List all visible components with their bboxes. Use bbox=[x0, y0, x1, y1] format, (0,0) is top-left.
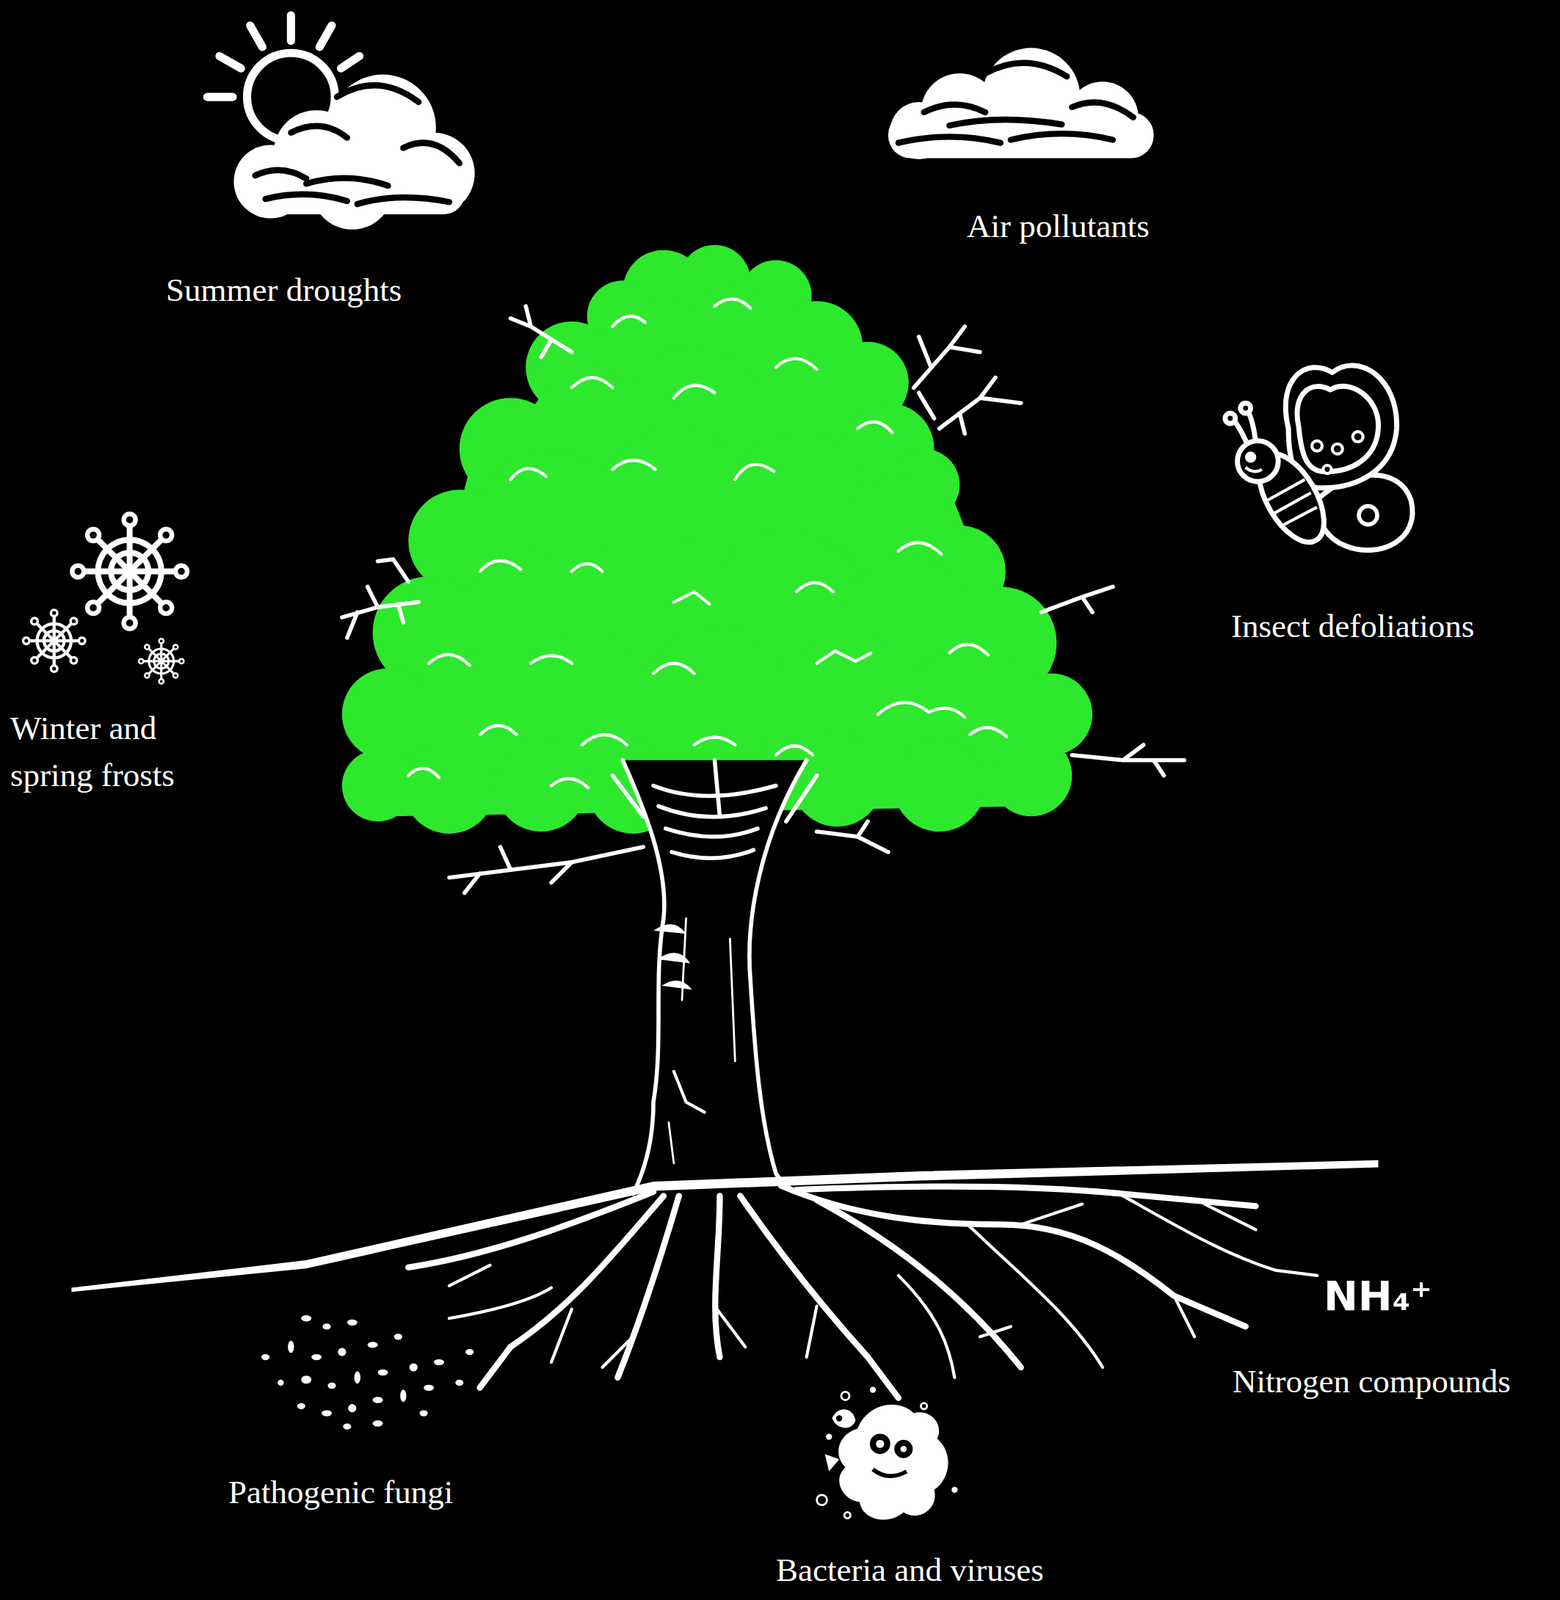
stress-label: Summer droughts bbox=[165, 271, 402, 310]
stress-label: Nitrogen compounds bbox=[1232, 1363, 1511, 1402]
butterfly-icon bbox=[1225, 365, 1413, 553]
sun-cloud-icon bbox=[207, 15, 475, 230]
stress-label: Bacteria and viruses bbox=[775, 1551, 1044, 1591]
chemical-formula: NH₄⁺ bbox=[1323, 1272, 1433, 1320]
pollution-cloud-icon bbox=[888, 47, 1155, 160]
tree-roots bbox=[408, 1186, 1318, 1399]
ground-line bbox=[71, 1160, 1378, 1293]
snowflake-icons bbox=[22, 513, 188, 684]
crown-texture bbox=[408, 298, 1007, 788]
fungi-specks bbox=[261, 1315, 474, 1431]
stress-label: Pathogenic fungi bbox=[228, 1474, 453, 1513]
bacteria-virus-icon bbox=[817, 1386, 959, 1520]
tree-trunk bbox=[612, 760, 817, 1200]
tree-crown bbox=[342, 245, 1093, 834]
stress-label: Winter and spring frosts bbox=[10, 704, 231, 799]
stress-label: Air pollutants bbox=[966, 207, 1150, 246]
stress-label: Insect defoliations bbox=[1231, 607, 1475, 647]
